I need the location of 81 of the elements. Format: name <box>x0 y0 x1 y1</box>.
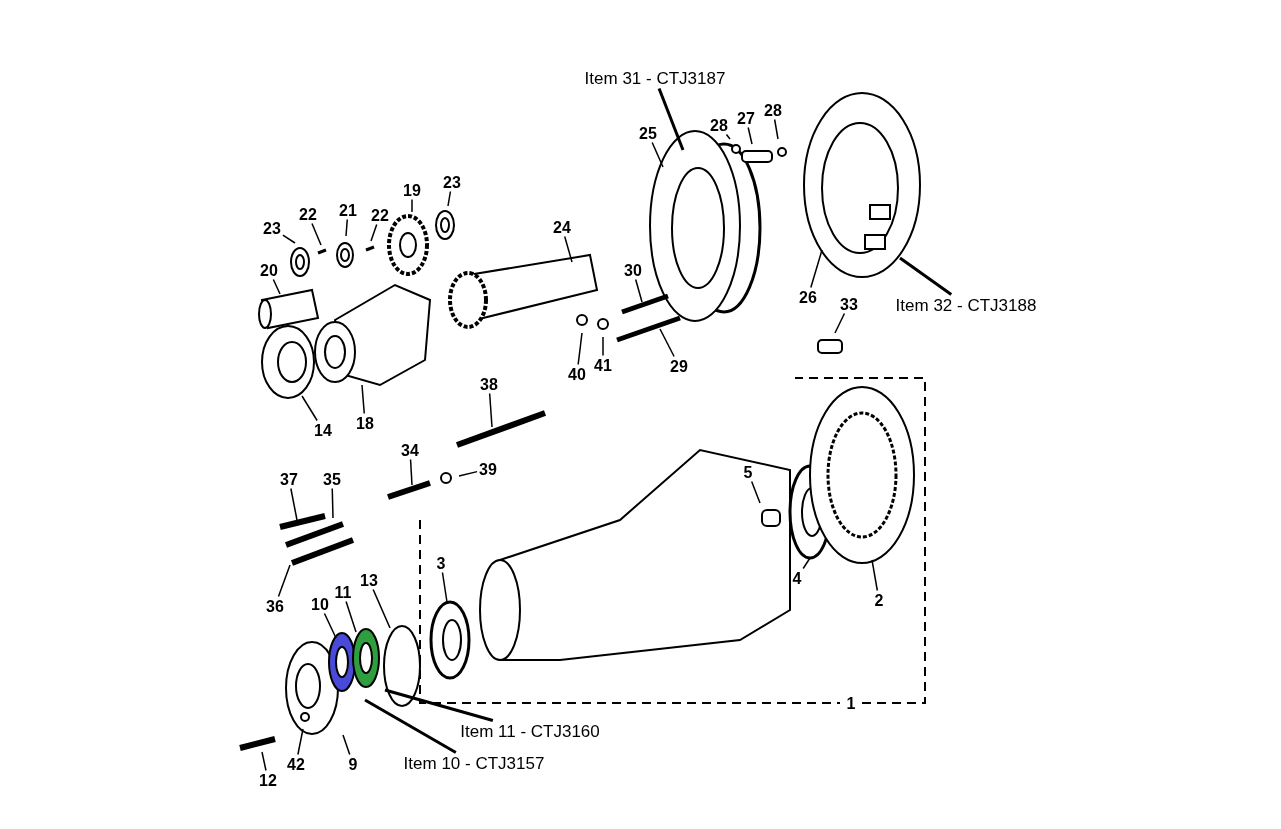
leader-line <box>297 728 304 756</box>
callout-number: 36 <box>265 597 285 615</box>
leader-line <box>834 312 846 334</box>
callout-number: 35 <box>322 470 342 488</box>
callout-number: 38 <box>479 375 499 393</box>
callout-number: 23 <box>262 219 282 237</box>
callout-number: 4 <box>791 569 803 587</box>
callout-number: 13 <box>359 571 379 589</box>
leader-line <box>411 198 413 213</box>
leader-line <box>488 392 493 428</box>
leader-line <box>364 698 457 754</box>
leader-line <box>370 223 378 242</box>
callout-number: 14 <box>313 421 333 439</box>
callout-number: 12 <box>258 771 278 789</box>
leader-line <box>272 278 281 295</box>
callout-number: 22 <box>370 206 390 224</box>
leader-line <box>602 336 604 357</box>
leader-line <box>290 487 298 521</box>
leader-line <box>323 612 337 639</box>
leader-line <box>331 487 334 519</box>
leader-line <box>361 384 365 415</box>
leader-line <box>747 126 753 145</box>
leader-line <box>342 734 351 756</box>
callout-number: 39 <box>478 460 498 478</box>
callout-number: 24 <box>552 218 572 236</box>
leader-line <box>311 222 322 246</box>
callout-number: 29 <box>669 357 689 375</box>
callout-number: 10 <box>310 595 330 613</box>
leader-line <box>261 751 267 772</box>
callout-number: 20 <box>259 261 279 279</box>
leader-line <box>441 571 448 603</box>
callout-number: 40 <box>567 365 587 383</box>
callout-number: 9 <box>347 755 359 773</box>
callout-number: 34 <box>400 441 420 459</box>
part-number-label: Item 11 - CTJ3160 <box>460 721 600 741</box>
leader-line <box>458 470 478 477</box>
callout-number: 26 <box>798 288 818 306</box>
leader-line <box>277 564 291 598</box>
leader-line <box>345 218 348 237</box>
leader-line <box>563 235 573 263</box>
leader-line <box>802 557 811 570</box>
callout-number: 22 <box>298 205 318 223</box>
leader-line <box>657 87 685 151</box>
callout-number: 5 <box>742 463 754 481</box>
part-number-label: Item 10 - CTJ3157 <box>403 753 545 773</box>
part-number-label: Item 32 - CTJ3188 <box>895 295 1037 315</box>
leader-line <box>345 600 357 633</box>
leader-line <box>372 588 391 629</box>
leader-line <box>871 559 879 592</box>
callout-number: 21 <box>338 201 358 219</box>
callout-number: 30 <box>623 261 643 279</box>
callout-number: 41 <box>593 356 613 374</box>
callout-number: 23 <box>442 173 462 191</box>
part-number-label: Item 31 - CTJ3187 <box>584 68 726 88</box>
callout-number: 18 <box>355 414 375 432</box>
leader-line <box>773 118 779 140</box>
leader-line <box>409 458 413 486</box>
leader-line <box>659 328 675 358</box>
callout-number: 3 <box>435 554 447 572</box>
leader-line <box>725 133 731 140</box>
leader-line <box>577 332 583 366</box>
callout-number: 25 <box>638 124 658 142</box>
leader-line <box>301 395 318 422</box>
callout-number: 11 <box>333 583 353 601</box>
callout-number: 42 <box>286 755 306 773</box>
callout-number: 2 <box>873 591 885 609</box>
leader-line <box>282 234 296 244</box>
leader-line <box>447 190 452 207</box>
leader-line <box>899 256 953 296</box>
leader-line <box>750 480 761 504</box>
callout-number: 1 <box>845 694 857 712</box>
leader-line <box>810 249 823 289</box>
callout-number: 19 <box>402 181 422 199</box>
callout-number: 33 <box>839 295 859 313</box>
leader-line <box>634 278 643 303</box>
leader-line <box>651 141 664 168</box>
callout-number: 37 <box>279 470 299 488</box>
callout-number: 28 <box>709 116 729 134</box>
callout-number: 28 <box>763 101 783 119</box>
leader-line <box>384 688 494 722</box>
callout-number: 27 <box>736 109 756 127</box>
